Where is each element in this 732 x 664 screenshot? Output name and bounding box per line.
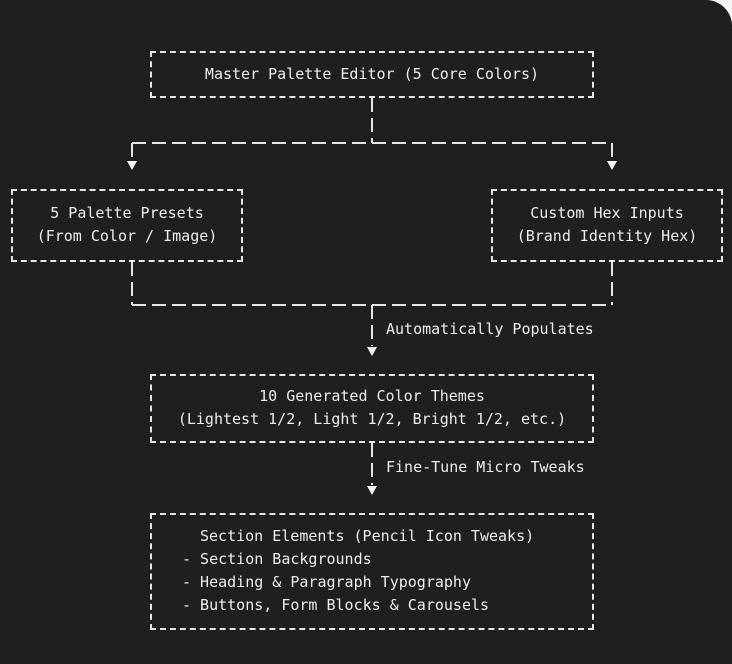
- section-elements-item-3: - Buttons, Form Blocks & Carousels: [182, 596, 490, 614]
- section-elements-title: Section Elements (Pencil Icon Tweaks): [200, 527, 535, 545]
- section-elements-box: Section Elements (Pencil Icon Tweaks) - …: [150, 513, 594, 630]
- master-palette-label: Master Palette Editor (5 Core Colors): [204, 65, 540, 83]
- custom-hex-line-1: Custom Hex Inputs: [530, 204, 684, 222]
- arrowhead-themes: [367, 347, 377, 356]
- custom-hex-line-2: (Brand Identity Hex): [516, 227, 698, 245]
- section-elements-item-1: - Section Backgrounds: [182, 550, 372, 568]
- color-themes-box: 10 Generated Color Themes (Lightest 1/2,…: [150, 374, 594, 443]
- color-themes-line-2: (Lightest 1/2, Light 1/2, Bright 1/2, et…: [177, 410, 567, 428]
- arrowhead-custom: [607, 161, 617, 170]
- edge-label-populates: Automatically Populates: [386, 320, 594, 338]
- color-themes-line-1: 10 Generated Color Themes: [259, 387, 485, 405]
- master-palette-box: Master Palette Editor (5 Core Colors): [150, 51, 594, 98]
- arrowhead-presets: [127, 161, 137, 170]
- section-elements-item-2: - Heading & Paragraph Typography: [182, 573, 471, 591]
- palette-presets-line-2: (From Color / Image): [36, 227, 218, 245]
- edge-label-tweaks: Fine-Tune Micro Tweaks: [386, 458, 585, 476]
- palette-presets-box: 5 Palette Presets (From Color / Image): [11, 189, 243, 262]
- palette-presets-line-1: 5 Palette Presets: [50, 204, 204, 222]
- custom-hex-box: Custom Hex Inputs (Brand Identity Hex): [491, 189, 723, 262]
- arrowhead-section: [367, 486, 377, 495]
